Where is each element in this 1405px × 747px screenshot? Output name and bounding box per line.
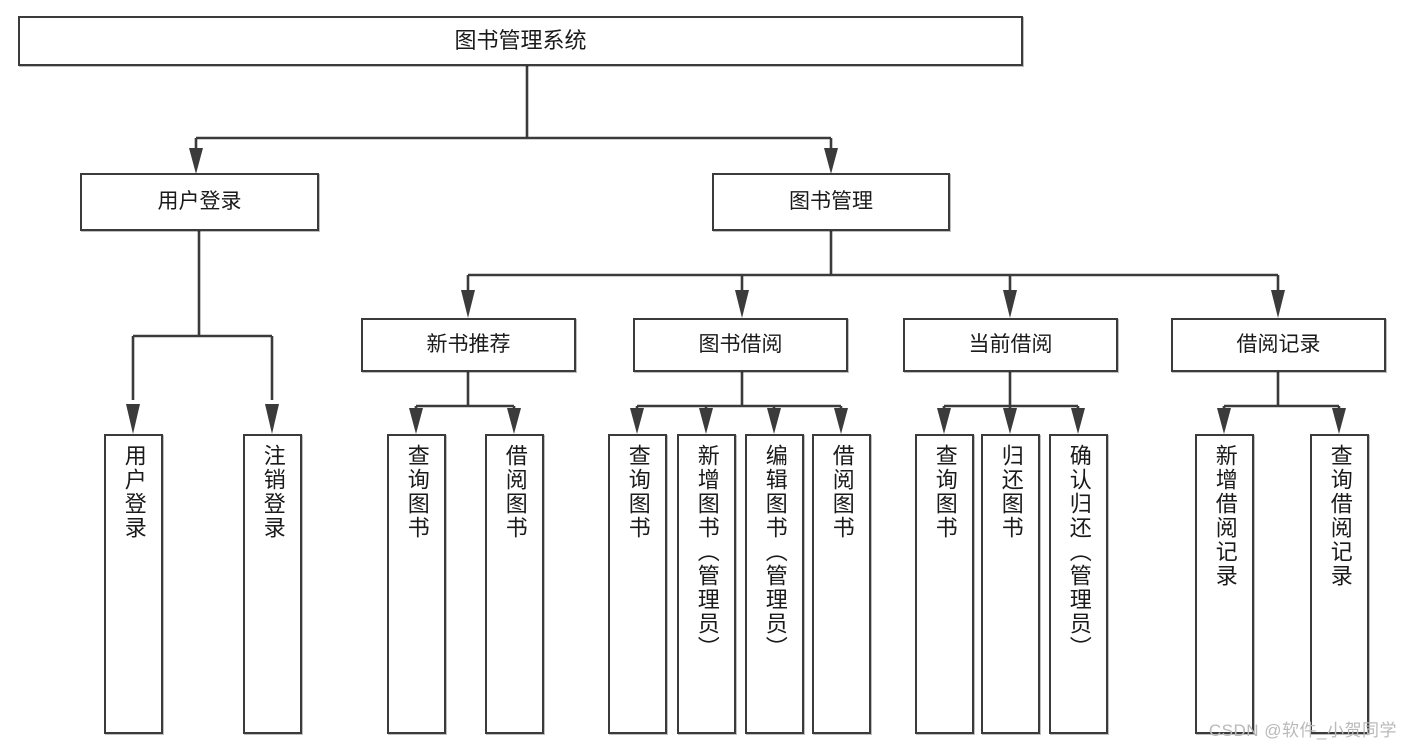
node-label: 图书管理系统 xyxy=(454,28,587,54)
arrow-bookmgmt-c3 xyxy=(1003,290,1017,318)
arrow-borrow-l2 xyxy=(699,408,713,434)
arrow-record-l2 xyxy=(1332,408,1346,434)
arrow-bookmgmt-c1 xyxy=(461,290,475,318)
node-label: 借阅图书 xyxy=(829,444,855,540)
node-borrow-record[interactable]: 借阅记录 xyxy=(1171,318,1386,372)
arrow-borrow-l4 xyxy=(834,408,848,434)
node-label: 查询图书 xyxy=(404,444,430,540)
leaf-current-borrow-query[interactable]: 查询图书 xyxy=(915,434,974,734)
leaf-current-borrow-return[interactable]: 归还图书 xyxy=(981,434,1040,734)
arrow-to-userlogin xyxy=(189,148,203,174)
node-root-book-management-system[interactable]: 图书管理系统 xyxy=(18,16,1023,66)
arrow-newbook-l2 xyxy=(507,408,521,434)
node-label: 编辑图书（管理员） xyxy=(762,444,788,660)
node-label: 用户登录 xyxy=(121,444,147,540)
arrow-current-l1 xyxy=(937,408,951,434)
leaf-borrow-record-add[interactable]: 新增借阅记录 xyxy=(1195,434,1254,734)
arrow-userlogin-l1 xyxy=(126,404,140,434)
node-label: 借阅记录 xyxy=(1236,332,1321,356)
node-current-borrow[interactable]: 当前借阅 xyxy=(903,318,1118,372)
node-label: 查询图书 xyxy=(625,444,651,540)
arrow-borrow-l1 xyxy=(630,408,644,434)
leaf-book-borrow-add[interactable]: 新增图书（管理员） xyxy=(677,434,736,734)
arrow-borrow-l3 xyxy=(767,408,781,434)
leaf-user-login-signin[interactable]: 用户登录 xyxy=(104,434,163,734)
leaf-new-book-query[interactable]: 查询图书 xyxy=(387,434,446,734)
node-label: 当前借阅 xyxy=(968,332,1053,356)
leaf-new-book-borrow[interactable]: 借阅图书 xyxy=(485,434,544,734)
node-new-book-recommend[interactable]: 新书推荐 xyxy=(361,318,576,372)
leaf-book-borrow-query[interactable]: 查询图书 xyxy=(608,434,667,734)
arrow-newbook-l1 xyxy=(409,408,423,434)
node-book-management[interactable]: 图书管理 xyxy=(712,173,950,231)
leaf-book-borrow-borrow[interactable]: 借阅图书 xyxy=(812,434,871,734)
node-label: 注销登录 xyxy=(260,444,286,540)
leaf-current-borrow-confirm-return[interactable]: 确认归还（管理员） xyxy=(1049,434,1108,734)
node-label: 查询借阅记录 xyxy=(1327,444,1353,588)
arrow-record-l1 xyxy=(1217,408,1231,434)
node-label: 新增图书（管理员） xyxy=(694,444,720,660)
node-label: 归还图书 xyxy=(998,444,1024,540)
node-user-login[interactable]: 用户登录 xyxy=(80,173,319,231)
node-label: 查询图书 xyxy=(932,444,958,540)
arrow-to-bookmgmt xyxy=(824,148,838,174)
leaf-borrow-record-query[interactable]: 查询借阅记录 xyxy=(1310,434,1369,734)
arrow-current-l2 xyxy=(1003,408,1017,434)
node-label: 图书借阅 xyxy=(698,332,783,356)
arrow-current-l3 xyxy=(1071,408,1085,434)
node-label: 借阅图书 xyxy=(502,444,528,540)
arrow-bookmgmt-c4 xyxy=(1271,290,1285,318)
arrow-userlogin-l2 xyxy=(265,404,279,434)
node-label: 新书推荐 xyxy=(426,332,511,356)
node-label: 用户登录 xyxy=(157,189,242,213)
arrow-bookmgmt-c2 xyxy=(735,290,749,318)
node-label: 图书管理 xyxy=(789,189,873,213)
node-book-borrow[interactable]: 图书借阅 xyxy=(633,318,848,372)
node-label: 确认归还（管理员） xyxy=(1066,444,1092,660)
node-label: 新增借阅记录 xyxy=(1212,444,1238,588)
leaf-user-login-signout[interactable]: 注销登录 xyxy=(243,434,302,734)
leaf-book-borrow-edit[interactable]: 编辑图书（管理员） xyxy=(745,434,804,734)
